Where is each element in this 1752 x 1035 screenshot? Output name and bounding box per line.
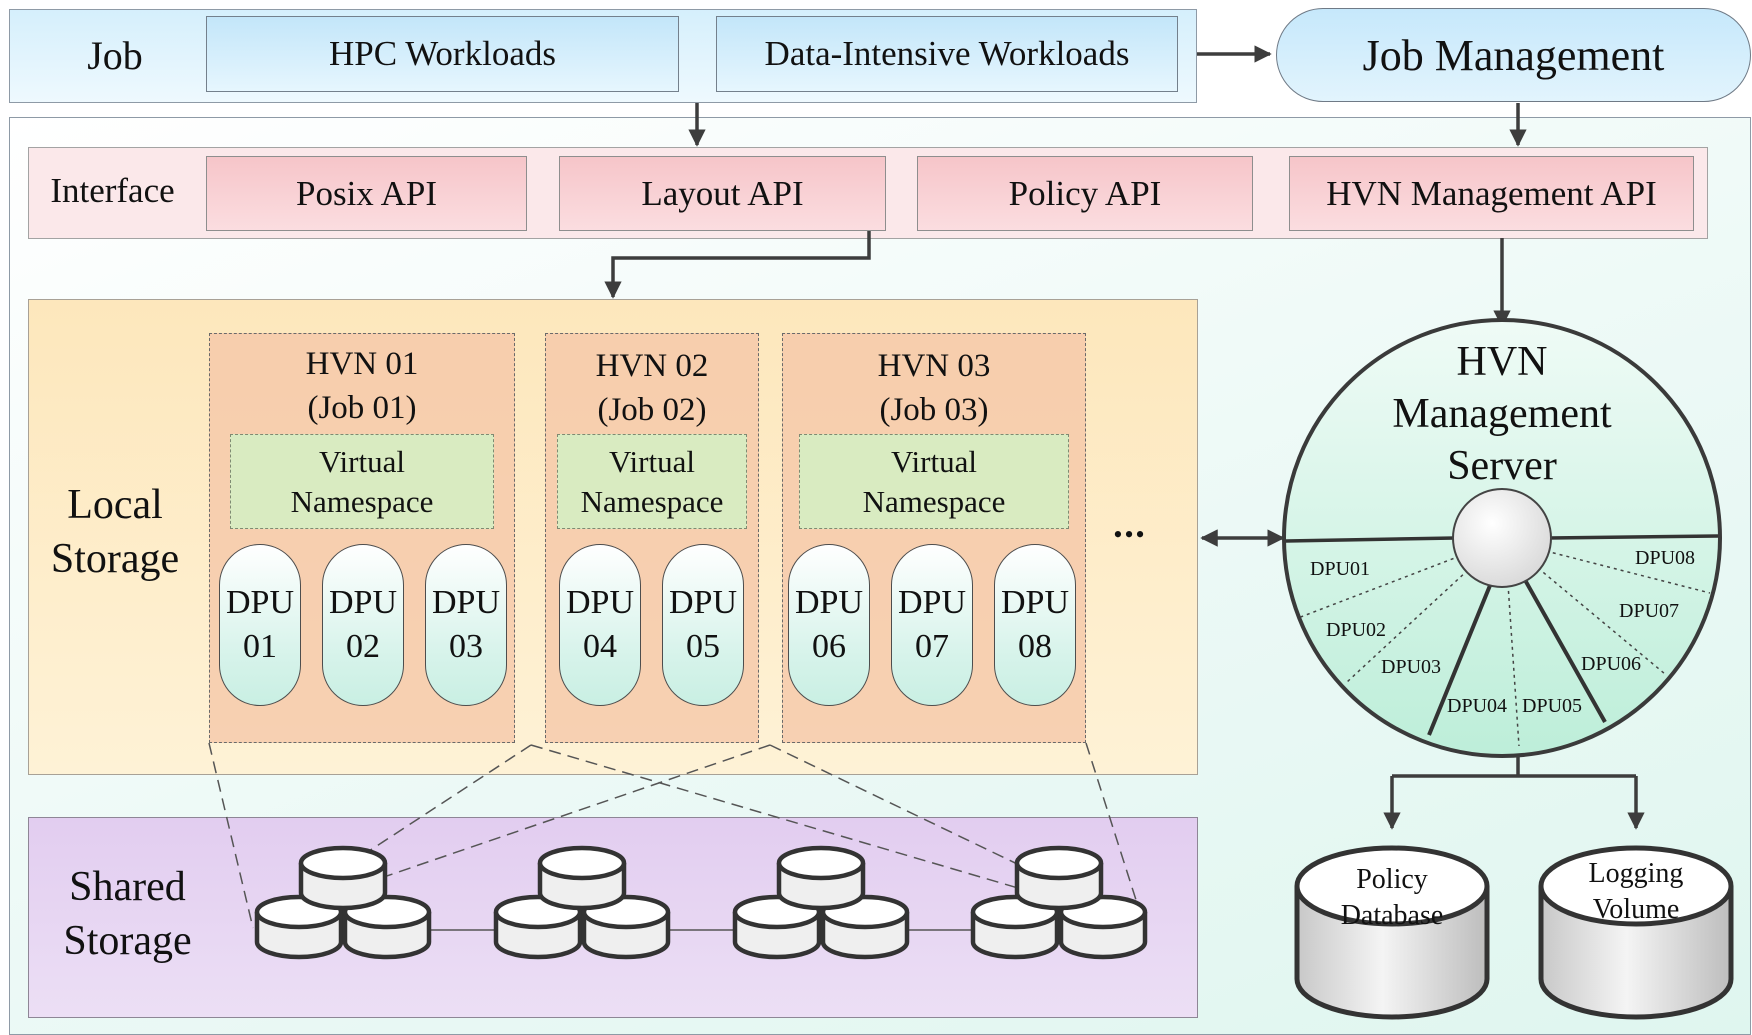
dpu-07-line2: 07 — [915, 628, 949, 665]
local-storage-label: Local Storage — [40, 478, 190, 586]
storage-stack-1[interactable] — [257, 848, 429, 957]
hvn-management-api-box[interactable]: HVN Management API — [1289, 156, 1694, 231]
dpu-01-line2: 01 — [243, 628, 277, 665]
server-sector-labels: DPU01 DPU02 DPU03 DPU04 DPU05 DPU06 DPU0… — [1310, 547, 1695, 717]
hpc-workloads-box[interactable]: HPC Workloads — [206, 16, 679, 92]
dpu-07-node[interactable]: DPU 07 — [891, 544, 973, 706]
dpu-06-line2: 06 — [812, 628, 846, 665]
layout-api-to-local-storage-arrow — [604, 231, 871, 299]
more-hvns-ellipsis: ••• — [1113, 520, 1147, 549]
interface-label: Interface — [50, 171, 175, 210]
virtual-namespace-02-line2: Namespace — [580, 483, 724, 519]
hvn-01-box[interactable]: HVN 01 (Job 01) Virtual Namespace DPU 01… — [209, 333, 515, 743]
hvn-03-title: HVN 03 (Job 03) — [783, 344, 1085, 432]
job-label: Job — [87, 32, 143, 78]
dpu-03-node[interactable]: DPU 03 — [425, 544, 507, 706]
storage-stack-4[interactable] — [973, 848, 1145, 957]
shared-storage-label: Shared Storage — [45, 860, 210, 968]
hvn-02-box[interactable]: HVN 02 (Job 02) Virtual Namespace DPU 04… — [545, 333, 759, 743]
sector-label-dpu08: DPU08 — [1635, 547, 1695, 569]
dpu-03-line1: DPU — [431, 584, 501, 621]
server-to-databases-connectors — [1383, 756, 1645, 830]
dpu-02-line1: DPU — [328, 584, 398, 621]
policy-database-line2: Database — [1340, 900, 1444, 931]
policy-database-label: Policy Database — [1317, 862, 1467, 934]
local-storage-label-line1: Local — [67, 482, 163, 528]
sector-label-dpu02: DPU02 — [1326, 619, 1386, 641]
sector-label-dpu05: DPU05 — [1522, 695, 1582, 717]
hvn-02-title: HVN 02 (Job 02) — [546, 344, 758, 432]
server-title-line3: Server — [1447, 443, 1557, 489]
hvn-01-name: HVN 01 — [305, 346, 419, 382]
posix-api-box[interactable]: Posix API — [206, 156, 527, 231]
hvn-management-server[interactable]: DPU01 DPU02 DPU03 DPU04 DPU05 DPU06 DPU0… — [1282, 318, 1722, 758]
local-storage-label-line2: Storage — [50, 536, 180, 582]
hvn-03-name: HVN 03 — [877, 348, 991, 384]
server-title-line1: HVN — [1456, 339, 1548, 385]
data-intensive-workloads-box[interactable]: Data-Intensive Workloads — [716, 16, 1178, 92]
storage-stack-2[interactable] — [496, 848, 668, 957]
hvn-01-title: HVN 01 (Job 01) — [210, 342, 514, 430]
shared-storage-label-line1: Shared — [69, 864, 186, 910]
dpu-04-line2: 04 — [583, 628, 617, 665]
dpu-05-line1: DPU — [668, 584, 738, 621]
dpu-01-node[interactable]: DPU 01 — [219, 544, 301, 706]
dpu-02-line2: 02 — [346, 628, 380, 665]
sector-label-dpu03: DPU03 — [1381, 656, 1441, 678]
server-title-line2: Management — [1392, 391, 1612, 437]
virtual-namespace-03-line1: Virtual — [891, 443, 977, 479]
storage-stack-3[interactable] — [735, 848, 907, 957]
dpu-01-line1: DPU — [225, 584, 295, 621]
virtual-namespace-03[interactable]: Virtual Namespace — [799, 434, 1069, 529]
hvn-03-box[interactable]: HVN 03 (Job 03) Virtual Namespace DPU 06… — [782, 333, 1086, 743]
logging-volume-cylinder[interactable] — [1538, 845, 1734, 1020]
policy-database-line1: Policy — [1356, 864, 1428, 895]
dpu-03-line2: 03 — [449, 628, 483, 665]
virtual-namespace-02[interactable]: Virtual Namespace — [557, 434, 747, 529]
hvn-01-job: (Job 01) — [307, 390, 417, 426]
logging-volume-line1: Logging — [1588, 858, 1684, 889]
dpu-07-line1: DPU — [897, 584, 967, 621]
sector-label-dpu04: DPU04 — [1447, 695, 1507, 717]
sector-label-dpu06: DPU06 — [1581, 653, 1641, 675]
hvn-02-job: (Job 02) — [597, 392, 707, 428]
dpu-04-line1: DPU — [565, 584, 635, 621]
dpu-05-line2: 05 — [686, 628, 720, 665]
dpu-08-line1: DPU — [1000, 584, 1070, 621]
sector-label-dpu01: DPU01 — [1310, 558, 1370, 580]
server-hub — [1452, 488, 1552, 588]
dpu-05-node[interactable]: DPU 05 — [662, 544, 744, 706]
sector-label-dpu07: DPU07 — [1619, 600, 1679, 622]
server-title: HVN Management Server — [1352, 336, 1652, 492]
virtual-namespace-01-line1: Virtual — [319, 443, 405, 479]
job-management-node[interactable]: Job Management — [1276, 8, 1751, 102]
dpu-06-node[interactable]: DPU 06 — [788, 544, 870, 706]
virtual-namespace-03-line2: Namespace — [862, 483, 1006, 519]
dpu-06-line1: DPU — [794, 584, 864, 621]
logging-volume-label: Logging Volume — [1561, 856, 1711, 928]
virtual-namespace-02-line1: Virtual — [609, 443, 695, 479]
hvn-03-job: (Job 03) — [879, 392, 989, 428]
hvn-02-name: HVN 02 — [595, 348, 709, 384]
virtual-namespace-01-line2: Namespace — [290, 483, 434, 519]
dpu-04-node[interactable]: DPU 04 — [559, 544, 641, 706]
policy-database-cylinder[interactable] — [1294, 845, 1490, 1020]
dpu-02-node[interactable]: DPU 02 — [322, 544, 404, 706]
logging-volume-line2: Volume — [1592, 894, 1680, 925]
policy-api-box[interactable]: Policy API — [917, 156, 1253, 231]
dpu-08-line2: 08 — [1018, 628, 1052, 665]
virtual-namespace-01[interactable]: Virtual Namespace — [230, 434, 494, 529]
dpu-08-node[interactable]: DPU 08 — [994, 544, 1076, 706]
layout-api-box[interactable]: Layout API — [559, 156, 886, 231]
shared-storage-label-line2: Storage — [63, 918, 192, 964]
